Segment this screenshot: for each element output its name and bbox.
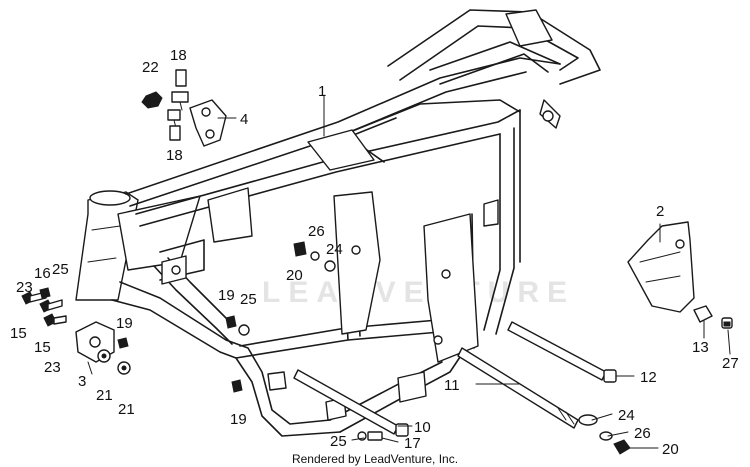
callout-19-mid: 19 (218, 287, 235, 304)
callout-21-right: 21 (118, 401, 135, 418)
callout-21-left: 21 (96, 387, 113, 404)
callout-12: 12 (640, 369, 657, 386)
callout-17: 17 (404, 435, 421, 452)
callout-24-right: 24 (618, 407, 635, 424)
callout-23-bottom: 23 (44, 359, 61, 376)
callout-2: 2 (656, 203, 664, 220)
callout-23-top: 23 (16, 279, 33, 296)
callout-19-bottom: 19 (230, 411, 247, 428)
callout-22: 22 (142, 59, 159, 76)
callout-18-bottom: 18 (166, 147, 183, 164)
callout-15-mid: 15 (34, 339, 51, 356)
callout-13: 13 (692, 339, 709, 356)
callout-1: 1 (318, 83, 326, 100)
callout-26-centre: 26 (308, 223, 325, 240)
side-cover-bracket (627, 221, 695, 313)
callout-15-left: 15 (10, 325, 27, 342)
callout-24-centre: 24 (326, 241, 343, 258)
callout-18-top: 18 (170, 47, 187, 64)
engine-hanger-plate (189, 99, 227, 147)
callout-10: 10 (414, 419, 431, 436)
callout-20-centre: 20 (286, 267, 303, 284)
through-bolts (293, 321, 617, 437)
callout-labels: 1 2 4 3 10 11 12 13 27 22 18 18 16 25 23… (10, 47, 739, 458)
callout-3: 3 (78, 373, 86, 390)
credit-text: Rendered by LeadVenture, Inc. (291, 452, 459, 466)
callout-16: 16 (34, 265, 51, 282)
callout-19-left: 19 (116, 315, 133, 332)
callout-25-left: 25 (52, 261, 69, 278)
callout-25-bottom: 25 (330, 433, 347, 450)
callout-25-mid: 25 (240, 291, 257, 308)
callout-26-right: 26 (634, 425, 651, 442)
callout-27: 27 (722, 355, 739, 372)
leader-lines (87, 95, 731, 449)
watermark-text: LEADVENTURE (262, 276, 575, 309)
callout-11: 11 (444, 377, 460, 394)
callout-20-right: 20 (662, 441, 679, 458)
hardware-bolts (21, 69, 733, 455)
callout-4: 4 (240, 111, 248, 128)
